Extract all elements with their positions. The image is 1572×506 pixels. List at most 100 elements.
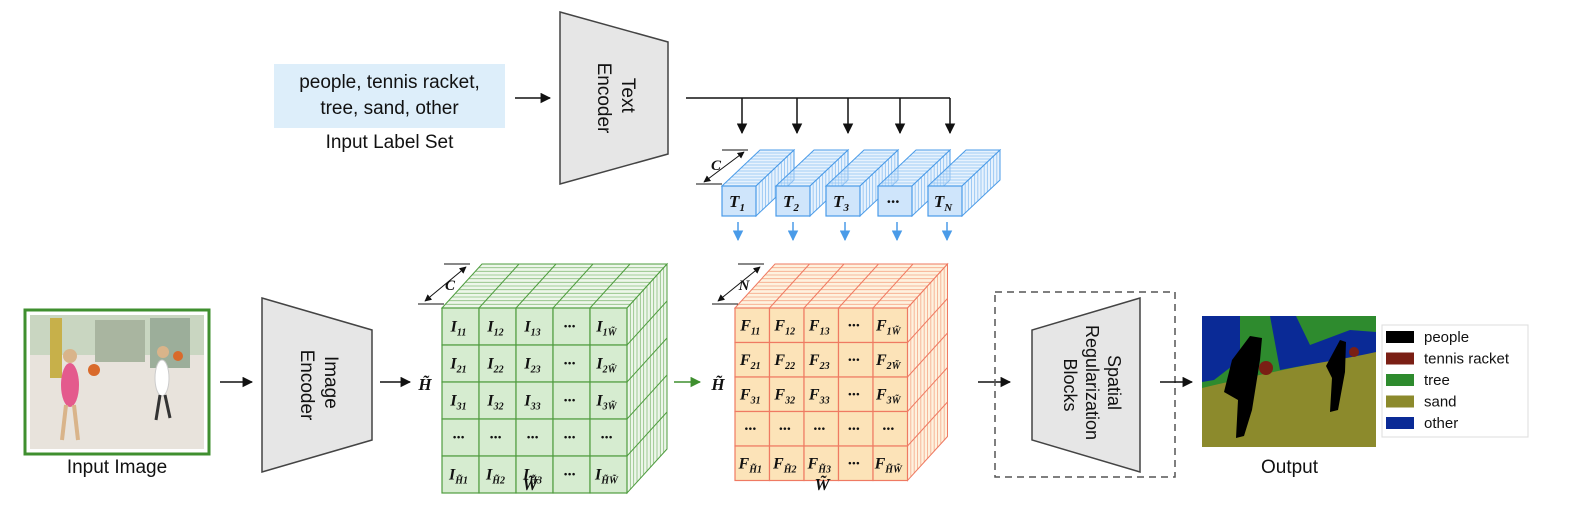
fused-feature-cell-2-3: F23 (803, 341, 840, 378)
image-feature-cell-4-4: ··· (552, 418, 591, 457)
image-encoder-line-1: Image (320, 356, 341, 409)
legend-item-other: other (1386, 415, 1458, 432)
svg-text:F22: F22 (773, 352, 795, 372)
image-feature-cell-4-1: ··· (441, 418, 480, 457)
svg-text:I22: I22 (486, 356, 503, 376)
svg-text:F13: F13 (808, 317, 830, 337)
image-feature-cell-5-2: IH̃2 (478, 455, 517, 494)
image-feature-cell-4-5: ··· (589, 418, 628, 457)
fused-feature-cell-2-2: F22 (768, 341, 805, 378)
image-feature-cell-3-1: I31 (441, 381, 480, 420)
fused-feature-cell-5-5: FH̃W̃ (872, 445, 909, 482)
text-encoder-line-2: Encoder (593, 63, 614, 134)
input-image (23, 308, 211, 456)
fused-depth-indicator: N (712, 263, 764, 305)
fused-feature-cell-1-5: F1W̃ (872, 307, 909, 344)
svg-text:···: ··· (848, 352, 860, 369)
svg-text:···: ··· (848, 386, 860, 403)
fused-feature-cell-2-1: F21 (734, 341, 771, 378)
legend-item-tennis-racket: tennis racket (1386, 351, 1510, 368)
svg-text:···: ··· (744, 421, 756, 438)
svg-text:···: ··· (564, 430, 576, 447)
fused-feature-cell-3-5: F3W̃ (872, 376, 909, 413)
svg-text:people: people (1424, 329, 1469, 346)
image-feature-cell-5-1: IH̃1 (441, 455, 480, 494)
srb-line-1: Spatial (1104, 355, 1124, 410)
svg-text:IH̃2: IH̃2 (485, 467, 505, 487)
svg-text:···: ··· (564, 319, 576, 336)
image-feature-cell-4-3: ··· (515, 418, 554, 457)
svg-text:F12: F12 (773, 317, 795, 337)
fused-feature-cell-5-2: FH̃2 (768, 445, 805, 482)
svg-text:···: ··· (564, 393, 576, 410)
svg-text:IH̃1: IH̃1 (448, 467, 468, 487)
srb-line-2: Regularization (1082, 325, 1102, 440)
svg-text:F11: F11 (739, 317, 760, 337)
fused-feature-cell-1-2: F12 (768, 307, 805, 344)
svg-text:Image Encoder: Image Encoder (296, 350, 341, 421)
fused-feature-cell-4-1: ··· (734, 410, 771, 447)
fused-feature-cell-3-2: F32 (768, 376, 805, 413)
text-depth-label: C (711, 158, 722, 174)
image-depth-label: C (445, 278, 456, 294)
image-feature-cell-5-3: IH̃3 (515, 455, 554, 494)
image-height-label: H̃ (417, 375, 432, 394)
image-depth-indicator: C (418, 263, 470, 305)
image-feature-cell-3-3: I33 (515, 381, 554, 420)
token-to-fusion-arrows (732, 222, 953, 242)
svg-text:FH̃1: FH̃1 (738, 455, 762, 475)
svg-text:F31: F31 (739, 386, 761, 406)
legend-item-sand: sand (1386, 394, 1457, 411)
text-encoder-output-arrows (686, 97, 956, 135)
fused-feature-cell-3-3: F33 (803, 376, 840, 413)
svg-text:···: ··· (848, 317, 860, 334)
svg-text:···: ··· (490, 430, 502, 447)
svg-text:F1W̃: F1W̃ (875, 317, 902, 337)
image-feature-cell-5-4: ··· (552, 455, 591, 494)
fused-feature-cell-5-3: FH̃3 (803, 445, 840, 482)
svg-text:···: ··· (813, 421, 825, 438)
input-image-caption: Input Image (66, 457, 168, 478)
fused-width-label: W̃ (814, 475, 831, 494)
image-feature-cell-1-2: I12 (478, 307, 517, 346)
image-feature-cell-4-2: ··· (478, 418, 517, 457)
svg-text:F21: F21 (739, 352, 761, 372)
svg-text:I21: I21 (449, 356, 466, 376)
image-feature-cell-3-5: I3W̃ (589, 381, 628, 420)
fused-depth-label: N (738, 278, 751, 294)
svg-text:I13: I13 (523, 319, 540, 339)
svg-text:···: ··· (882, 421, 894, 438)
svg-text:tree: tree (1424, 372, 1450, 389)
text-encoder: Text Encoder (559, 11, 669, 185)
svg-text:I11: I11 (450, 319, 467, 339)
svg-text:F2W̃: F2W̃ (875, 352, 902, 372)
svg-text:I2W̃: I2W̃ (595, 356, 617, 376)
image-feature-cell-2-2: I22 (478, 344, 517, 383)
input-label-set-caption: Input Label Set (325, 132, 454, 153)
text-token-label-2: T2 (783, 192, 799, 214)
text-token-label-1: T1 (729, 192, 745, 214)
fused-feature-cell-2-5: F2W̃ (872, 341, 909, 378)
spatial-regularization-blocks: Spatial Regularization Blocks (994, 291, 1176, 478)
svg-text:I23: I23 (523, 356, 540, 376)
fused-feature-cell-1-3: F13 (803, 307, 840, 344)
image-feature-cell-2-3: I23 (515, 344, 554, 383)
svg-text:···: ··· (564, 356, 576, 373)
svg-text:F33: F33 (808, 386, 830, 406)
svg-text:FH̃2: FH̃2 (772, 455, 796, 475)
svg-text:F32: F32 (773, 386, 795, 406)
svg-text:I31: I31 (449, 393, 466, 413)
svg-text:Text Encoder: Text Encoder (593, 63, 638, 134)
fused-feature-cell-5-1: FH̃1 (734, 445, 771, 482)
legend-item-people: people (1386, 329, 1469, 346)
photo-banner-icon (50, 318, 62, 378)
text-token-label-3: T3 (833, 192, 849, 214)
image-encoder: Image Encoder (261, 297, 373, 473)
fused-feature-cell-5-4: ··· (837, 445, 874, 482)
svg-text:I12: I12 (486, 319, 503, 339)
fused-feature-cell-4-5: ··· (872, 410, 909, 447)
svg-text:···: ··· (848, 421, 860, 438)
photo-player-2 (154, 359, 170, 397)
image-width-label: W̃ (522, 475, 539, 494)
